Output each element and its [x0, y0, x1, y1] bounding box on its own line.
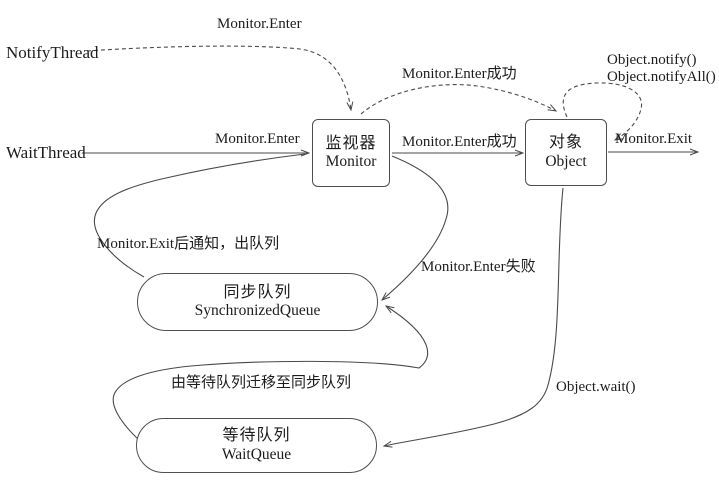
label-wait-monitor-enter: Monitor.Enter	[215, 131, 300, 147]
monitor-node: 监视器 Monitor	[312, 119, 390, 187]
monitor-node-subtitle: Monitor	[325, 153, 377, 171]
label-object-notify-all: Object.notifyAll()	[607, 69, 716, 85]
label-migrate-wait-to-sync: 由等待队列迁移至同步队列	[171, 375, 352, 391]
label-exit-notify-dequeue: Monitor.Exit后通知，出队列	[97, 236, 280, 252]
edge-object-notify-selfloop	[562, 82, 643, 140]
edge-monitor-to-object-dashed-arc	[360, 84, 556, 115]
wait-queue-title: 等待队列	[222, 427, 291, 445]
sync-queue-subtitle: SynchronizedQueue	[194, 302, 321, 320]
label-enter-fail: Monitor.Enter失败	[421, 259, 536, 275]
sync-queue-title: 同步队列	[223, 283, 292, 301]
notify-thread-label: NotifyThread	[6, 43, 99, 62]
object-node-title: 对象	[548, 134, 583, 152]
label-notify-monitor-enter: Monitor.Enter	[217, 16, 302, 32]
wait-thread-label: WaitThread	[6, 143, 86, 162]
edge-monitor-enter-fail-to-syncqueue	[382, 155, 449, 300]
object-node: 对象 Object	[525, 119, 607, 186]
label-object-notify: Object.notify()	[607, 52, 697, 68]
wait-queue-subtitle: WaitQueue	[221, 445, 292, 463]
edge-waitqueue-migrate-to-syncqueue	[112, 306, 428, 441]
edge-syncqueue-dequeue-to-monitor	[93, 153, 306, 278]
label-enter-success-arc: Monitor.Enter成功	[402, 66, 517, 82]
label-object-wait: Object.wait()	[556, 379, 636, 395]
sync-queue-node: 同步队列 SynchronizedQueue	[137, 273, 378, 331]
edge-notifythread-to-monitor-dashed	[86, 45, 351, 110]
wait-queue-node: 等待队列 WaitQueue	[136, 418, 377, 473]
edge-object-wait-to-waitqueue	[384, 187, 564, 446]
label-enter-success-line: Monitor.Enter成功	[402, 134, 517, 150]
monitor-node-title: 监视器	[325, 134, 377, 152]
label-monitor-exit: Monitor.Exit	[615, 131, 693, 147]
object-node-subtitle: Object	[545, 152, 587, 170]
